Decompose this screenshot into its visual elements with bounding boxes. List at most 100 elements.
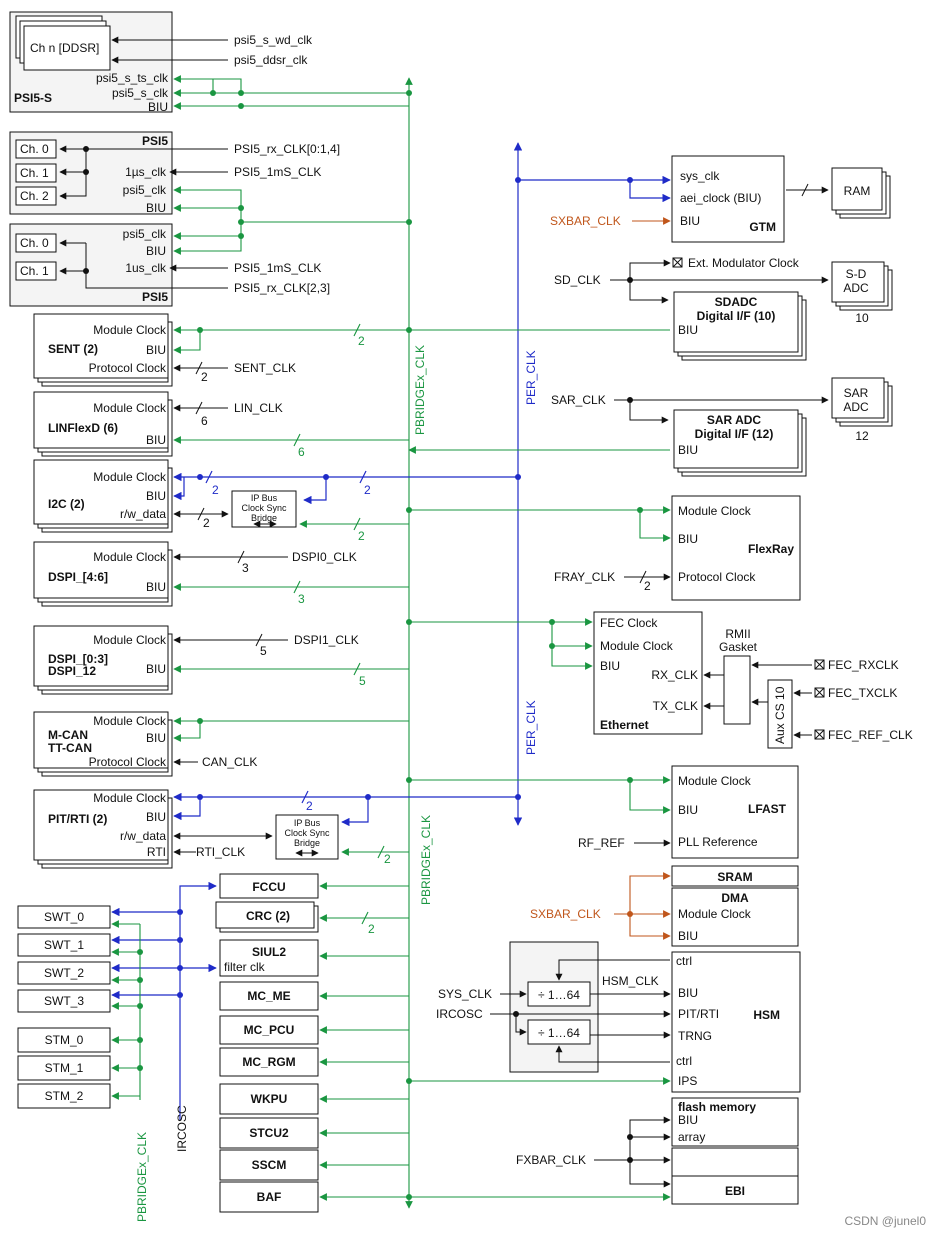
psi5a-1ms: PSI5_1mS_CLK: [234, 165, 321, 179]
i2c-bridge-l1: IP Bus: [251, 493, 278, 503]
crossed-square-icon: [814, 659, 825, 670]
saradc-subtitle: Digital I/F (12): [695, 427, 774, 441]
crc-label: CRC (2): [246, 909, 290, 923]
saradc-title: SAR ADC: [707, 413, 762, 427]
mc-me-label: MC_ME: [247, 989, 290, 1003]
hsm-biu: BIU: [678, 986, 698, 1000]
sdadc-group: SD_CLK Ext. Modulator Clock SDADC Digita…: [554, 256, 893, 361]
rmii-gasket: [723, 655, 751, 725]
psi5a-1us: 1µs_clk: [125, 165, 167, 179]
stm2-label: STM_2: [45, 1089, 84, 1103]
per-clk-bus: PER_CLK PER_CLK: [513, 142, 538, 826]
mcan-group: Module Clock M-CAN BIU TT-CAN Protocol C…: [33, 711, 409, 777]
sar-adc-count: 12: [855, 429, 869, 443]
rmii-label: RMII: [725, 627, 750, 641]
eth-rx-clk: RX_CLK: [651, 668, 698, 682]
dspi03-group: Module Clock DSPI_[0:3] DSPI_12 BIU 5 DS…: [33, 625, 409, 695]
fccu-label: FCCU: [252, 880, 285, 894]
i2c-green-width: 2: [358, 529, 365, 543]
dspi46-group: Module Clock DSPI_[4:6] BIU 3 DSPI0_CLK …: [33, 541, 409, 607]
dspi46-module-clock: Module Clock: [93, 550, 167, 564]
sent-bus-width: 2: [358, 334, 365, 348]
flexray-group: Module Clock BIU FlexRay Protocol Clock …: [406, 495, 801, 601]
psi5s-s-clk-label: psi5_s_clk: [112, 86, 169, 100]
lfast-module-clock: Module Clock: [678, 774, 752, 788]
stm0-label: STM_0: [45, 1033, 84, 1047]
dma-title: DMA: [721, 891, 749, 905]
sent-clk: SENT_CLK: [234, 361, 296, 375]
rti-clk: RTI_CLK: [196, 845, 245, 859]
psi5a-group: PSI5 Ch. 0 Ch. 1 Ch. 2 PSI5_rx_CLK[0:1,4…: [9, 131, 340, 222]
hsm-title: HSM: [753, 1008, 780, 1022]
pit-rti: RTI: [147, 845, 166, 859]
pit-biu: BIU: [146, 810, 166, 824]
dspi46-bus-width: 3: [298, 592, 305, 606]
pit-bridge-l3: Bridge: [294, 838, 320, 848]
sdadc-subtitle: Digital I/F (10): [697, 309, 776, 323]
lin-bus-width: 6: [298, 445, 305, 459]
dspi03-biu: BIU: [146, 662, 166, 676]
psi5a-title: PSI5: [142, 134, 168, 148]
per-clk-label-upper: PER_CLK: [524, 350, 538, 405]
sdadc-title: SDADC: [715, 295, 758, 309]
sd-adc-count: 10: [855, 311, 869, 325]
baf-label: BAF: [257, 1190, 282, 1204]
psi5s-wd-clk: psi5_s_wd_clk: [234, 33, 313, 47]
can-clk: CAN_CLK: [202, 755, 257, 769]
dspi1-clk: DSPI1_CLK: [294, 633, 359, 647]
dspi03-bus-width: 5: [359, 674, 366, 688]
sar-adc-l2: ADC: [843, 400, 869, 414]
swt3-label: SWT_3: [44, 994, 84, 1008]
wkpu-label: WKPU: [251, 1092, 288, 1106]
hsm-clk: HSM_CLK: [602, 974, 659, 988]
ext-modulator-clock: Ext. Modulator Clock: [688, 256, 800, 270]
dspi03-module-clock: Module Clock: [93, 633, 167, 647]
hsm-divider-bottom: [527, 1019, 591, 1045]
gtm-aei-clock: aei_clock (BIU): [680, 191, 761, 205]
gtm-biu: BIU: [680, 214, 700, 228]
fec-ref-clk: FEC_REF_CLK: [828, 728, 913, 742]
stm1-label: STM_1: [45, 1061, 84, 1075]
psi5a-biu-label: BIU: [146, 201, 166, 215]
dma-sxbar-clk: SXBAR_CLK: [530, 907, 601, 921]
psi5b-group: Ch. 0 Ch. 1 psi5_clk BIU 1us_clk PSI5_1m…: [9, 222, 330, 307]
psi5s-title: PSI5-S: [14, 91, 52, 105]
flexray-protocol-clock: Protocol Clock: [678, 570, 756, 584]
flash-biu: BIU: [678, 1113, 698, 1127]
per-clk-label-lower: PER_CLK: [524, 700, 538, 755]
eth-biu: BIU: [600, 659, 620, 673]
i2c-module-clock: Module Clock: [93, 470, 167, 484]
lin-title: LINFlexD (6): [48, 421, 118, 435]
i2c-rw-data: r/w_data: [120, 507, 166, 521]
saradc-biu: BIU: [678, 443, 698, 457]
sar-adc-l1: SAR: [844, 386, 869, 400]
flexray-title: FlexRay: [748, 542, 794, 556]
psi5s-biu-label: BIU: [148, 100, 168, 114]
psi5s-channel-box: [23, 25, 111, 71]
ttcan-title: TT-CAN: [48, 741, 92, 755]
fxbar-clk: FXBAR_CLK: [516, 1153, 586, 1167]
eth-module-clock: Module Clock: [600, 639, 674, 653]
lfast-title: LFAST: [748, 802, 787, 816]
pbridge-label-lower: PBRIDGEx_CLK: [419, 815, 433, 905]
hsm-divider-top: [527, 981, 591, 1007]
sar-clk: SAR_CLK: [551, 393, 606, 407]
pit-group: Module Clock PIT/RTI (2) BIU r/w_data RT…: [33, 789, 521, 869]
hsm-div1: ÷ 1…64: [538, 988, 580, 1002]
pit-module-clock: Module Clock: [93, 791, 167, 805]
flexray-biu: BIU: [678, 532, 698, 546]
psi5b-biu-label: BIU: [146, 244, 166, 258]
psi5a-ch0: Ch. 0: [20, 142, 49, 156]
sd-adc-l2: ADC: [843, 281, 869, 295]
timer-blocks: SWT_0 SWT_1 SWT_2 SWT_3 STM_0 STM_1 STM_…: [17, 881, 217, 1222]
aux-cs10: [767, 679, 793, 749]
gasket-label: Gasket: [719, 640, 758, 654]
swt0-label: SWT_0: [44, 910, 84, 924]
psi5a-ch2: Ch. 2: [20, 189, 49, 203]
pbridge-bus: PBRIDGEx_CLK PBRIDGEx_CLK: [405, 77, 433, 1209]
fec-rxclk: FEC_RXCLK: [828, 658, 899, 672]
psi5b-1us: 1us_clk: [125, 261, 167, 275]
lin-clk-width: 6: [201, 414, 208, 428]
ebi-title: EBI: [725, 1184, 745, 1198]
mcan-title: M-CAN: [48, 728, 88, 742]
